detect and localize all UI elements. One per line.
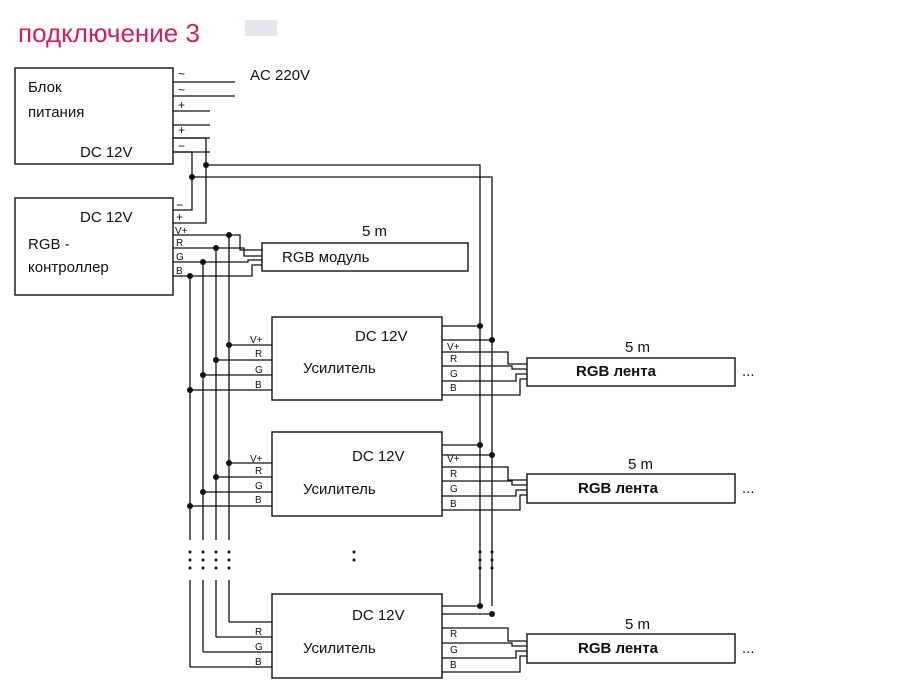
- power-supply-output-label: DC 12V: [80, 144, 133, 161]
- wires: [173, 137, 527, 673]
- rgb-strip-2: 5 m RGB лента ...: [526, 456, 755, 504]
- amp1-power-label: DC 12V: [355, 328, 408, 345]
- amp3-label: Усилитель: [303, 640, 376, 657]
- amp3-in-b: B: [255, 657, 262, 668]
- power-supply: Блок питания DC 12V ~ ~ + + −: [14, 67, 185, 165]
- amp3-in-g: G: [255, 642, 263, 653]
- amp1-in-r: R: [255, 349, 262, 360]
- rgb-strip-1: 5 m RGB лента ...: [526, 339, 755, 387]
- controller-label-2: контроллер: [28, 259, 109, 276]
- amp2-in-r: R: [255, 466, 262, 477]
- module-length: 5 m: [362, 223, 387, 240]
- controller-terminal-g: G: [176, 252, 184, 263]
- amp2-out-g: G: [450, 484, 458, 495]
- controller-terminal-plus: +: [176, 210, 183, 224]
- amp1-out-v: V+: [447, 342, 460, 353]
- amp3-out-g: G: [450, 645, 458, 656]
- amp2-in-v: V+: [250, 454, 263, 465]
- amp3-power-label: DC 12V: [352, 607, 405, 624]
- strip1-length: 5 m: [625, 339, 650, 356]
- strip2-length: 5 m: [628, 456, 653, 473]
- amp1-out-g: G: [450, 369, 458, 380]
- amp1-in-v: V+: [250, 335, 263, 346]
- rgb-strip-3: 5 m RGB лента ...: [526, 616, 755, 664]
- amp2-in-b: B: [255, 495, 262, 506]
- power-supply-label-2: питания: [28, 104, 84, 121]
- module-label: RGB модуль: [282, 249, 370, 266]
- strip3-length: 5 m: [625, 616, 650, 633]
- strip2-continuation: ...: [742, 480, 755, 497]
- title-highlight-mark: [245, 20, 277, 36]
- amp2-out-r: R: [450, 469, 457, 480]
- power-supply-terminal-5: −: [178, 139, 185, 153]
- amplifier-1: DC 12V Усилитель V+ R G B V+ R G B: [250, 316, 460, 401]
- controller-label-1: RGB -: [28, 236, 70, 253]
- amp2-out-v: V+: [447, 454, 460, 465]
- page-title: подключение 3: [18, 18, 200, 48]
- amp1-in-b: B: [255, 380, 262, 391]
- controller-terminal-v: V+: [175, 226, 188, 237]
- controller-terminal-b: B: [176, 266, 183, 277]
- controller-terminal-minus: −: [176, 198, 183, 212]
- amp2-power-label: DC 12V: [352, 448, 405, 465]
- amp2-out-b: B: [450, 499, 457, 510]
- amplifier-2: DC 12V Усилитель V+ R G B V+ R G B: [250, 431, 460, 517]
- controller-power-label: DC 12V: [80, 209, 133, 226]
- power-supply-terminal-3: +: [178, 98, 185, 112]
- amp1-label: Усилитель: [303, 360, 376, 377]
- amp2-label: Усилитель: [303, 481, 376, 498]
- ac-input-label: AC 220V: [250, 67, 310, 84]
- controller-terminal-r: R: [176, 238, 183, 249]
- amp3-in-r: R: [255, 627, 262, 638]
- amp1-out-r: R: [450, 354, 457, 365]
- strip2-label: RGB лента: [578, 480, 659, 497]
- junction-dots: [187, 162, 495, 617]
- amp3-out-r: R: [450, 629, 457, 640]
- power-supply-terminal-1: ~: [178, 67, 185, 81]
- amp1-out-b: B: [450, 383, 457, 394]
- power-supply-terminal-2: ~: [178, 83, 185, 97]
- amp3-out-b: B: [450, 660, 457, 671]
- rgb-module: 5 m RGB модуль: [261, 223, 469, 272]
- amp1-in-g: G: [255, 365, 263, 376]
- strip1-label: RGB лента: [576, 363, 657, 380]
- strip1-continuation: ...: [742, 363, 755, 380]
- rgb-controller: DC 12V RGB - контроллер − + V+ R G B: [14, 197, 188, 296]
- amp2-in-g: G: [255, 481, 263, 492]
- power-supply-terminal-4: +: [178, 123, 185, 137]
- ellipsis-marks: [188, 550, 494, 570]
- power-supply-label-1: Блок: [28, 79, 62, 96]
- amplifier-3: DC 12V Усилитель R G B R G B: [255, 593, 458, 679]
- strip3-continuation: ...: [742, 640, 755, 657]
- strip3-label: RGB лента: [578, 640, 659, 657]
